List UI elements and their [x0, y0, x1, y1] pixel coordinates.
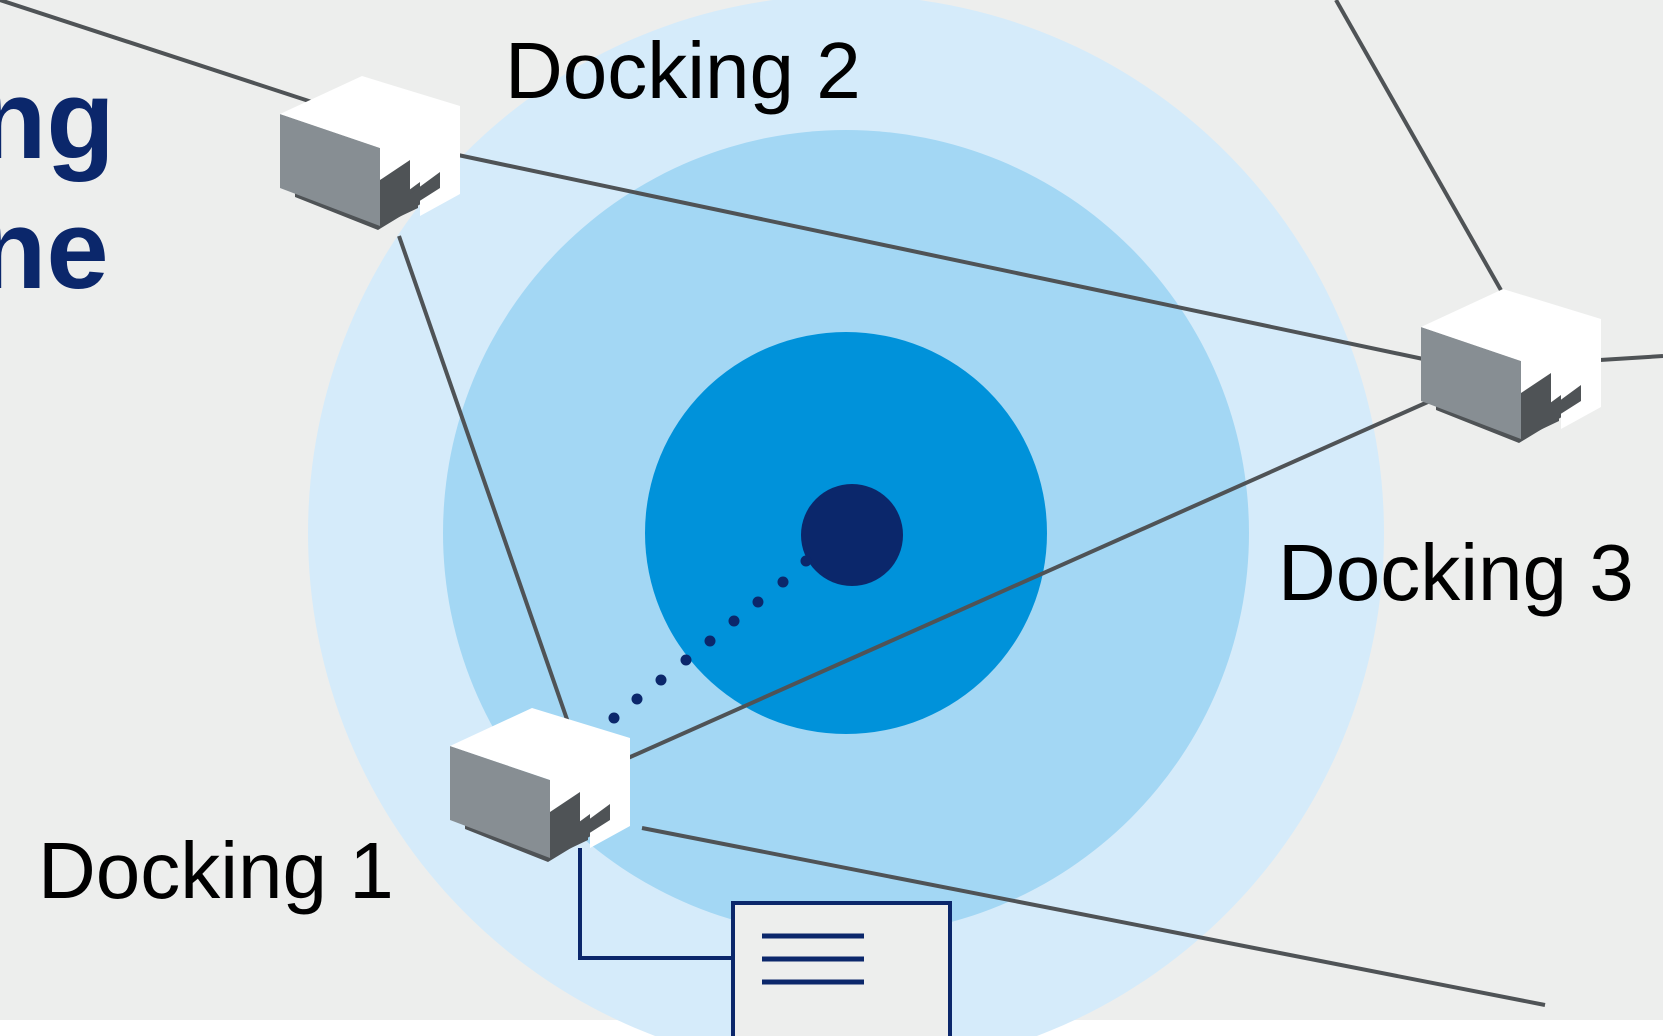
signal-dot	[728, 615, 740, 627]
heading-fragment-1: ng	[0, 57, 115, 182]
signal-dot	[777, 576, 789, 588]
device-front	[1421, 327, 1521, 439]
signal-dot	[800, 555, 812, 567]
connection-line	[1334, 0, 1504, 293]
signal-dot	[608, 712, 620, 724]
device-top	[280, 76, 460, 226]
dotted-signal-link	[608, 555, 812, 724]
connection-line	[397, 235, 572, 729]
document-page	[731, 901, 952, 1036]
docking-station-icon[interactable]	[1421, 289, 1601, 443]
connection-line	[1599, 354, 1663, 362]
signal-dot	[680, 654, 692, 666]
device-top	[1421, 289, 1601, 439]
device-top	[450, 708, 630, 858]
device-slot	[1521, 373, 1581, 439]
signal-dot	[655, 674, 667, 686]
location-target-icon	[801, 484, 903, 586]
connection-line	[641, 826, 1546, 1007]
device-slot	[550, 792, 610, 858]
signal-dot	[704, 635, 716, 647]
document-icon[interactable]	[731, 901, 952, 1036]
docking-label-3: Docking 3	[1278, 528, 1634, 617]
docking-station-icon[interactable]	[450, 708, 630, 862]
docking-station-icon[interactable]	[280, 76, 460, 230]
connection-line	[627, 399, 1431, 760]
heading-fragment-2: ne	[0, 187, 109, 312]
document-link-line	[578, 848, 733, 960]
device-slot	[380, 160, 440, 226]
docking-label-1: Docking 1	[38, 826, 394, 915]
device-front	[450, 746, 550, 858]
connection-lines	[0, 0, 1663, 1007]
connection-line	[0, 0, 319, 106]
connection-line	[457, 153, 1429, 362]
docking-label-2: Docking 2	[505, 26, 861, 115]
device-front	[280, 114, 380, 226]
signal-dot	[631, 693, 643, 705]
signal-dot	[752, 596, 764, 608]
